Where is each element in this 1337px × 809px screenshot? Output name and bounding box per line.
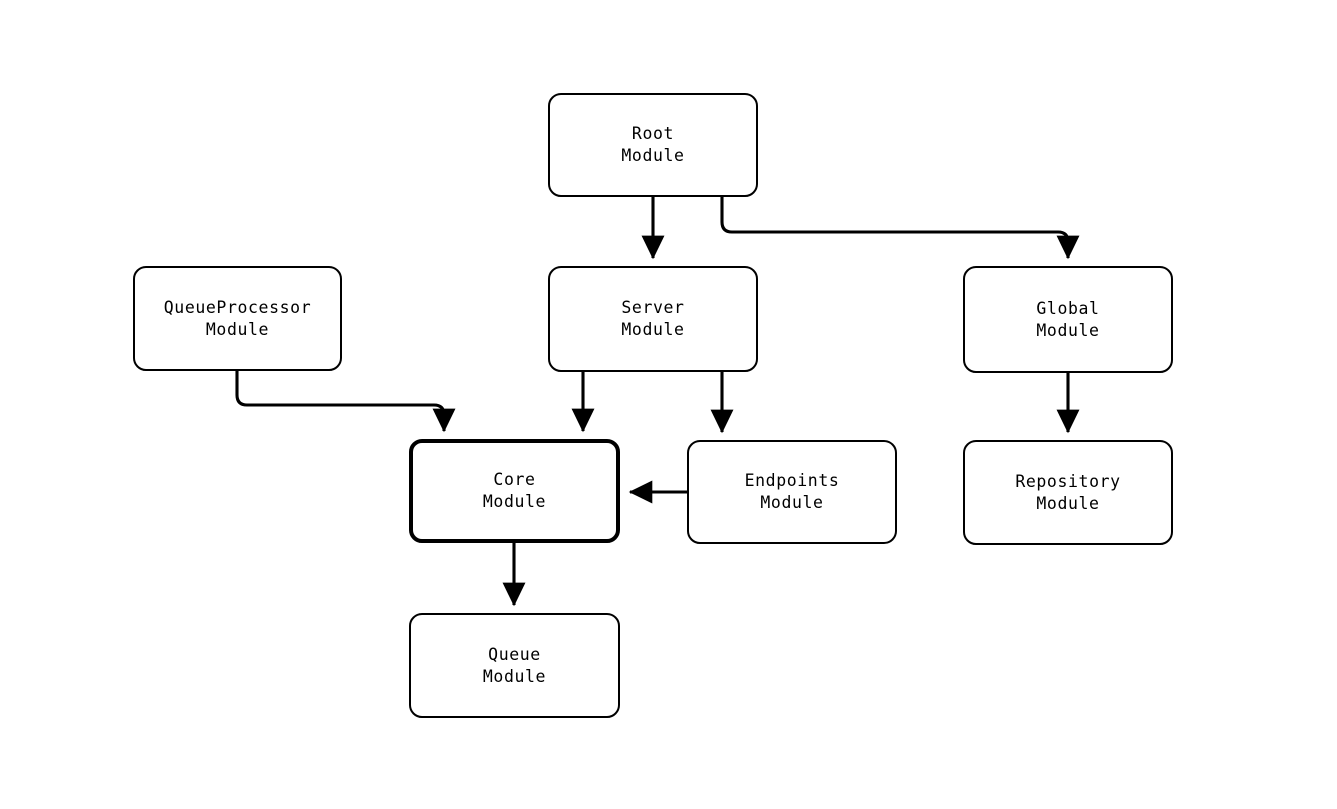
node-global[interactable]: Global Module: [963, 266, 1173, 373]
node-queueprocessor[interactable]: QueueProcessor Module: [133, 266, 342, 371]
node-server[interactable]: Server Module: [548, 266, 758, 372]
node-root[interactable]: Root Module: [548, 93, 758, 197]
node-label-server: Server Module: [621, 298, 685, 339]
edge-queueprocessor-to-core: [235, 371, 456, 433]
edge-group: [235, 197, 1080, 607]
node-repository[interactable]: Repository Module: [963, 440, 1173, 545]
node-label-repository: Repository Module: [1015, 471, 1121, 513]
edge-root-to-global: [720, 197, 1080, 260]
node-label-endpoints: Endpoints Module: [744, 471, 840, 512]
node-label-queueprocessor: QueueProcessor Module: [163, 297, 312, 339]
node-queue[interactable]: Queue Module: [409, 613, 620, 718]
node-label-core: Core Module: [482, 470, 547, 511]
node-core[interactable]: Core Module: [409, 439, 620, 543]
node-label-root: Root Module: [621, 124, 685, 165]
node-endpoints[interactable]: Endpoints Module: [687, 440, 897, 544]
node-label-global: Global Module: [1036, 298, 1100, 340]
node-label-queue: Queue Module: [482, 644, 547, 686]
